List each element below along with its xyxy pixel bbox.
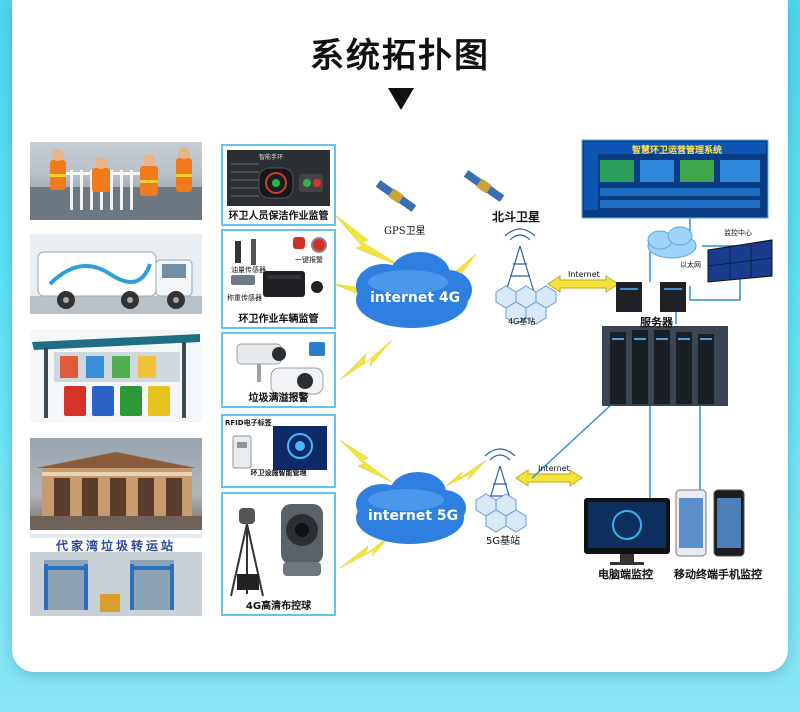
mobile-monitor-label: 移动终端手机监控 [674, 568, 762, 581]
server-label: 服务器 [640, 316, 673, 329]
rfid-label: RFID电子标签 [225, 419, 272, 427]
station-sign: 代家湾垃圾转运站 [55, 539, 176, 553]
monitor-center-label: 监控中心 [724, 229, 752, 237]
photo-bin-station [30, 330, 202, 422]
watch-screen-label: 智能手环 [259, 154, 284, 161]
panel-vehicle-supervision: 油量传感器 一键报警 称重传感器 环卫作业车辆监管 [221, 229, 336, 329]
alarm-label: 一键报警 [295, 256, 323, 264]
page-title: 系统拓扑图 [310, 36, 490, 76]
panel-worker-label: 环卫人员保洁作业监管 [228, 211, 329, 222]
pc-monitor-label: 电脑端监控 [598, 568, 653, 581]
panel-overflow-label: 垃圾满溢报警 [248, 393, 309, 404]
station-4g-label: 4G基站 [508, 317, 536, 326]
internet-5g-label: Internet [538, 464, 570, 473]
photo-public-toilet [30, 438, 202, 530]
panel-hd-camera: 4G高清布控球 [221, 492, 336, 616]
photo-garbage-truck [30, 234, 202, 314]
panel-overflow-alarm: 垃圾满溢报警 [221, 332, 336, 408]
down-arrow-icon [388, 88, 414, 110]
panel-facility-label: 环卫设施智能管理 [250, 469, 307, 477]
internet-4g-label: Internet [568, 270, 600, 279]
weight-sensor-label: 称重传感器 [227, 294, 262, 302]
panel-vehicle-label: 环卫作业车辆监管 [238, 314, 319, 325]
panel-worker-supervision: 智能手环 环卫人员保洁作业监管 [221, 144, 336, 226]
gps-satellite-label: GPS卫星 [384, 226, 426, 237]
photo-transfer-station: 代家湾垃圾转运站 [30, 534, 202, 616]
station-5g-label: 5G基站 [486, 536, 521, 547]
panel-facility-management: RFID电子标签 环卫设施智能管理 [221, 414, 336, 488]
beidou-satellite-label: 北斗卫星 [492, 210, 541, 224]
panel-camera-label: 4G高清布控球 [245, 601, 312, 612]
photo-sanitation-workers [30, 142, 202, 220]
cloud-5g-label: internet 5G [368, 508, 459, 524]
cloud-4g-label: internet 4G [370, 290, 461, 306]
oil-sensor-label: 油量传感器 [231, 266, 266, 274]
ethernet-label: 以太网 [680, 261, 701, 269]
dashboard-title: 智慧环卫运营管理系统 [632, 146, 723, 156]
